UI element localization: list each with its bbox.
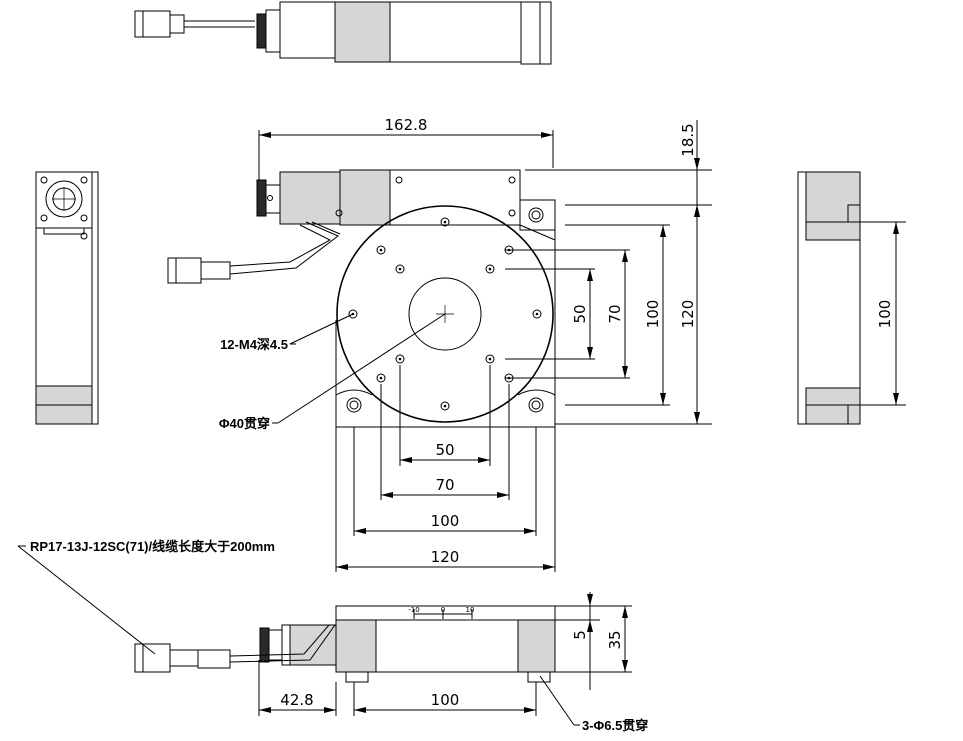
scale-right: 10 xyxy=(466,606,475,614)
callout-mount-holes: 3-Φ6.5贯穿 xyxy=(582,718,648,733)
dim-bottom-100: 100 xyxy=(431,691,460,709)
plan-view: 162.8 18.5 50 70 100 120 xyxy=(167,116,712,572)
top-view xyxy=(134,1,552,65)
dim-5: 5 xyxy=(571,630,589,640)
dim-h100: 100 xyxy=(431,512,460,530)
dim-v100: 100 xyxy=(644,300,662,329)
front-view: -10 0 10 RP17-13J-12SC(71)/线缆长度大于200mm 5… xyxy=(17,539,648,733)
callout-center-hole: Φ40贯穿 xyxy=(219,416,270,431)
angle-scale: -10 0 10 xyxy=(408,606,474,619)
side-dim-100: 100 xyxy=(876,300,894,329)
dim-h70: 70 xyxy=(435,476,454,494)
dim-42-8: 42.8 xyxy=(280,691,313,709)
dim-35: 35 xyxy=(606,630,624,649)
left-side-view xyxy=(35,171,99,425)
scale-mid: 0 xyxy=(441,606,445,614)
dim-h120: 120 xyxy=(431,548,460,566)
right-side-view: 100 xyxy=(797,171,906,425)
dim-v70: 70 xyxy=(606,304,624,323)
dim-v50: 50 xyxy=(571,304,589,323)
dim-h50: 50 xyxy=(435,441,454,459)
callout-tapped-holes: 12-M4深4.5 xyxy=(220,337,288,352)
dim-18-5: 18.5 xyxy=(679,123,697,156)
scale-left: -10 xyxy=(408,606,419,614)
callout-cable: RP17-13J-12SC(71)/线缆长度大于200mm xyxy=(30,539,275,554)
dim-v120: 120 xyxy=(679,300,697,329)
dim-162-8: 162.8 xyxy=(385,116,428,134)
